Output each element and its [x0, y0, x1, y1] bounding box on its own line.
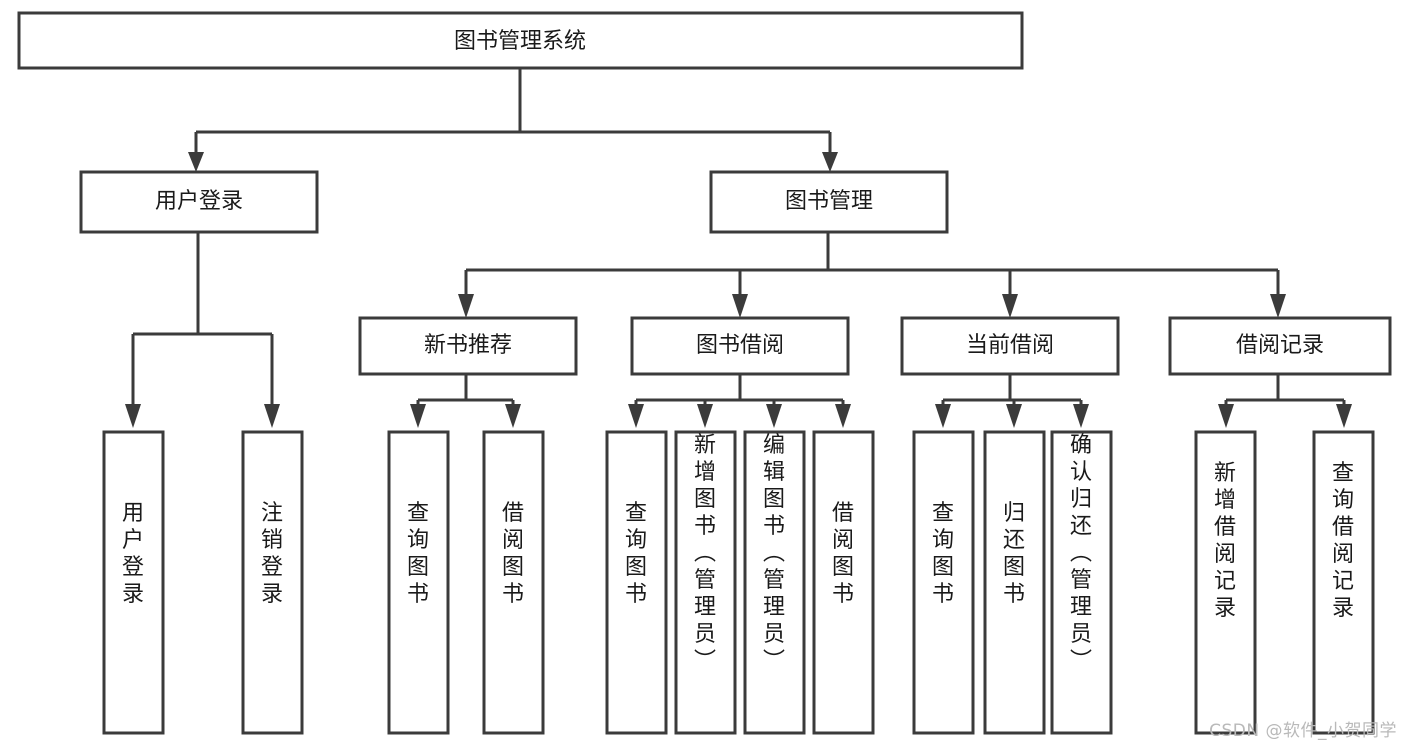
leaf-return-book[interactable]: 归还图书: [983, 430, 1046, 735]
leaf-query-book-3-box[interactable]: [912, 430, 975, 735]
leaf-return-book-box[interactable]: [983, 430, 1046, 735]
leaf-add-record-box[interactable]: [1194, 430, 1257, 735]
node-borrow-record-box[interactable]: [1168, 316, 1392, 376]
arrow-leaf-query-book-2: [628, 404, 644, 428]
leaf-query-record-box[interactable]: [1312, 430, 1375, 735]
leaf-add-record-label: 新增借阅记录: [1214, 461, 1236, 621]
arrow-leaf-logout-login: [264, 404, 280, 428]
leaf-user-login-label: 用户登录: [122, 501, 144, 607]
leaf-borrow-book-2[interactable]: 借阅图书: [812, 430, 875, 735]
leaf-query-book-1-label: 查询图书: [407, 501, 429, 607]
leaf-logout-login[interactable]: 注销登录: [241, 430, 304, 735]
leaf-borrow-book-2-label: 借阅图书: [832, 501, 854, 607]
node-root-box[interactable]: [17, 11, 1024, 70]
node-book-borrow[interactable]: 图书借阅: [630, 316, 850, 376]
leaf-confirm-return-label: 确认归还︵管理员︶: [1070, 433, 1092, 674]
leaf-add-book[interactable]: 新增图书︵管理员︶: [674, 430, 737, 735]
leaf-query-book-2-box[interactable]: [605, 430, 668, 735]
leaf-return-book-label: 归还图书: [1003, 501, 1025, 607]
arrow-leaf-confirm-return: [1073, 404, 1089, 428]
node-root-label: 图书管理系统: [454, 29, 586, 54]
arrow-to-borrow-record: [1270, 294, 1286, 318]
arrow-leaf-query-book-1: [410, 404, 426, 428]
arrow-leaf-return-book: [1006, 404, 1022, 428]
leaf-query-book-1-box[interactable]: [387, 430, 450, 735]
arrow-to-user-login: [188, 152, 204, 172]
node-book-manage-label: 图书管理: [785, 189, 873, 214]
leaf-query-record[interactable]: 查询借阅记录: [1312, 430, 1375, 735]
arrow-leaf-query-book-3: [935, 404, 951, 428]
arrow-leaf-edit-book: [766, 404, 782, 428]
leaf-logout-login-label: 注销登录: [261, 501, 283, 607]
arrow-to-new-book-recommend: [458, 294, 474, 318]
arrow-leaf-borrow-book-1: [505, 404, 521, 428]
leaf-query-book-1[interactable]: 查询图书: [387, 430, 450, 735]
node-user-login-box[interactable]: [79, 170, 319, 234]
leaf-add-book-label: 新增图书︵管理员︶: [694, 433, 716, 674]
node-current-borrow-label: 当前借阅: [966, 333, 1054, 358]
leaf-query-book-3[interactable]: 查询图书: [912, 430, 975, 735]
node-current-borrow[interactable]: 当前借阅: [900, 316, 1120, 376]
edge-layer: [125, 68, 1352, 428]
node-root[interactable]: 图书管理系统: [17, 11, 1024, 70]
watermark-label: CSDN @软件_小贺同学: [1209, 721, 1397, 741]
leaf-borrow-book-2-box[interactable]: [812, 430, 875, 735]
leaf-add-book-box[interactable]: [674, 430, 737, 735]
leaf-edit-book-label: 编辑图书︵管理员︶: [763, 433, 785, 674]
arrow-to-book-borrow: [732, 294, 748, 318]
arrow-leaf-user-login: [125, 404, 141, 428]
node-user-login-label: 用户登录: [155, 189, 243, 214]
arrow-leaf-query-record: [1336, 404, 1352, 428]
leaf-confirm-return[interactable]: 确认归还︵管理员︶: [1050, 430, 1113, 735]
arrow-leaf-add-book: [697, 404, 713, 428]
arrow-leaf-add-record: [1218, 404, 1234, 428]
node-new-book-recommend-box[interactable]: [358, 316, 578, 376]
node-book-borrow-box[interactable]: [630, 316, 850, 376]
arrow-to-book-manage: [822, 152, 838, 172]
leaf-query-book-2[interactable]: 查询图书: [605, 430, 668, 735]
arrow-leaf-borrow-book-2: [835, 404, 851, 428]
leaf-query-book-3-label: 查询图书: [932, 501, 954, 607]
node-user-login[interactable]: 用户登录: [79, 170, 319, 234]
node-borrow-record[interactable]: 借阅记录: [1168, 316, 1392, 376]
leaf-edit-book[interactable]: 编辑图书︵管理员︶: [743, 430, 806, 735]
leaf-edit-book-box[interactable]: [743, 430, 806, 735]
node-current-borrow-box[interactable]: [900, 316, 1120, 376]
node-book-manage-box[interactable]: [709, 170, 949, 234]
leaf-query-book-2-label: 查询图书: [625, 501, 647, 607]
node-book-borrow-label: 图书借阅: [696, 333, 784, 358]
leaf-borrow-book-1-label: 借阅图书: [502, 501, 524, 607]
leaf-logout-login-box[interactable]: [241, 430, 304, 735]
leaf-add-record[interactable]: 新增借阅记录: [1194, 430, 1257, 735]
leaf-borrow-book-1-box[interactable]: [482, 430, 545, 735]
leaf-borrow-book-1[interactable]: 借阅图书: [482, 430, 545, 735]
node-new-book-recommend-label: 新书推荐: [424, 333, 512, 358]
node-book-manage[interactable]: 图书管理: [709, 170, 949, 234]
arrow-to-current-borrow: [1002, 294, 1018, 318]
node-new-book-recommend[interactable]: 新书推荐: [358, 316, 578, 376]
leaf-confirm-return-box[interactable]: [1050, 430, 1113, 735]
node-borrow-record-label: 借阅记录: [1236, 333, 1324, 358]
leaf-query-record-label: 查询借阅记录: [1332, 461, 1354, 621]
leaf-user-login-box[interactable]: [102, 430, 165, 735]
leaf-user-login[interactable]: 用户登录: [102, 430, 165, 735]
